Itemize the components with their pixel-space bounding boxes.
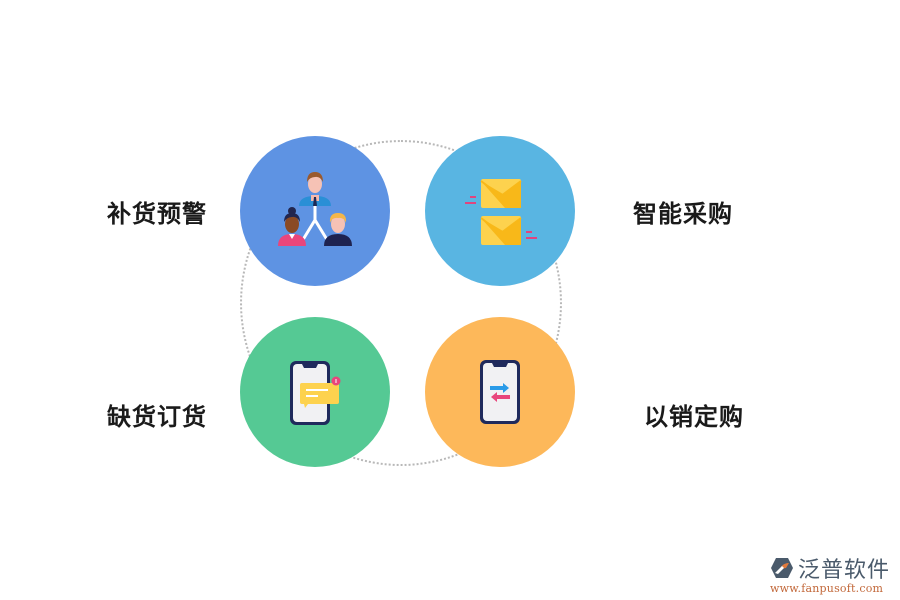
connection-ring bbox=[240, 140, 562, 466]
sales-based-purchase-label: 以销定购 bbox=[644, 403, 744, 431]
shortage-order-circle bbox=[240, 317, 390, 467]
sales-based-purchase-circle bbox=[425, 317, 575, 467]
phone-transfer-icon bbox=[480, 360, 520, 424]
team-hierarchy-icon bbox=[278, 172, 352, 246]
fanpu-logo: 泛普软件 www.fanpusoft.com bbox=[770, 552, 895, 595]
smart-purchase-circle bbox=[425, 136, 575, 286]
restock-warning-label: 补货预警 bbox=[107, 200, 207, 228]
phone-message-icon bbox=[290, 361, 341, 425]
smart-purchase-label: 智能采购 bbox=[633, 200, 733, 228]
restock-warning-circle bbox=[240, 136, 390, 286]
fanpu-logo-icon bbox=[771, 558, 793, 578]
logo-name: 泛普软件 bbox=[798, 558, 891, 583]
logo-url: www.fanpusoft.com bbox=[770, 582, 884, 595]
envelopes-icon bbox=[465, 179, 537, 245]
shortage-order-label: 缺货订货 bbox=[107, 403, 207, 431]
